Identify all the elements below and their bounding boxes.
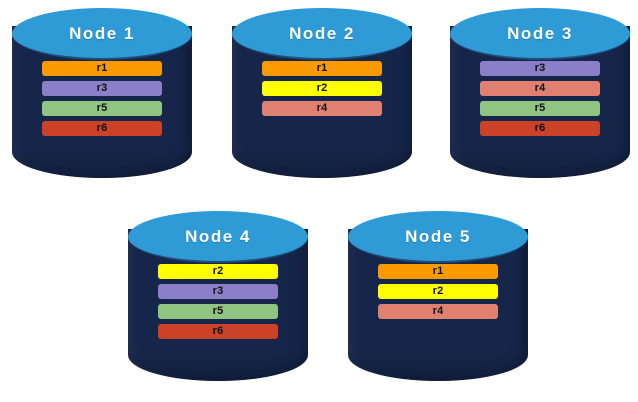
- replica-label: r3: [212, 285, 224, 297]
- replica-label: r1: [316, 62, 328, 74]
- replica-list: r3 r4 r5 r6: [480, 61, 600, 141]
- node-title: Node 2: [289, 24, 355, 43]
- replica-label: r5: [534, 102, 546, 114]
- replica-bar[interactable]: r4: [480, 81, 600, 96]
- database-cylinder-5[interactable]: r1 r2 r4 Node 5: [348, 211, 528, 391]
- replica-label: r2: [212, 265, 224, 277]
- cylinder-bottom-shading: [232, 148, 412, 178]
- cylinder-bottom-shading: [12, 148, 192, 178]
- replica-bar[interactable]: r6: [480, 121, 600, 136]
- cylinder-top-ellipse: [128, 211, 308, 263]
- node-title: Node 4: [185, 227, 251, 246]
- replica-bar[interactable]: r5: [158, 304, 278, 319]
- replica-bar[interactable]: r4: [378, 304, 498, 319]
- replica-bar[interactable]: r6: [42, 121, 162, 136]
- replica-bar[interactable]: r3: [42, 81, 162, 96]
- replica-label: r1: [96, 62, 108, 74]
- node-title: Node 5: [405, 227, 471, 246]
- replica-list: r1 r3 r5 r6: [42, 61, 162, 141]
- replica-bar[interactable]: r6: [158, 324, 278, 339]
- replica-label: r4: [432, 305, 444, 317]
- replica-list: r2 r3 r5 r6: [158, 264, 278, 344]
- replica-bar[interactable]: r1: [42, 61, 162, 76]
- replica-label: r2: [316, 82, 328, 94]
- replica-bar[interactable]: r5: [480, 101, 600, 116]
- replica-bar[interactable]: r2: [378, 284, 498, 299]
- replica-bar[interactable]: r1: [262, 61, 382, 76]
- cylinder-bottom-shading: [348, 351, 528, 381]
- cylinder-top-ellipse: [12, 8, 192, 60]
- cylinder-bottom-shading: [128, 351, 308, 381]
- replica-bar[interactable]: r3: [480, 61, 600, 76]
- replica-label: r4: [534, 82, 546, 94]
- replica-label: r5: [212, 305, 224, 317]
- node-title: Node 1: [69, 24, 135, 43]
- cylinder-top-ellipse: [348, 211, 528, 263]
- replica-list: r1 r2 r4: [378, 264, 498, 324]
- replica-bar[interactable]: r3: [158, 284, 278, 299]
- replica-label: r6: [212, 325, 224, 337]
- replica-bar[interactable]: r2: [158, 264, 278, 279]
- replica-label: r4: [316, 102, 328, 114]
- replica-label: r5: [96, 102, 108, 114]
- replica-label: r6: [534, 122, 546, 134]
- replica-bar[interactable]: r1: [378, 264, 498, 279]
- database-cylinder-4[interactable]: r2 r3 r5 r6 Node 4: [128, 211, 308, 391]
- replica-list: r1 r2 r4: [262, 61, 382, 121]
- replica-label: r2: [432, 285, 444, 297]
- replica-bar[interactable]: r4: [262, 101, 382, 116]
- node-title: Node 3: [507, 24, 573, 43]
- cylinder-top-ellipse: [450, 8, 630, 60]
- replica-label: r3: [96, 82, 108, 94]
- replica-label: r3: [534, 62, 546, 74]
- database-cylinder-3[interactable]: r3 r4 r5 r6 Node 3: [450, 8, 630, 188]
- database-cylinder-2[interactable]: r1 r2 r4 Node 2: [232, 8, 412, 188]
- replica-label: r1: [432, 265, 444, 277]
- replica-bar[interactable]: r5: [42, 101, 162, 116]
- replica-bar[interactable]: r2: [262, 81, 382, 96]
- cylinder-bottom-shading: [450, 148, 630, 178]
- database-cylinder-1[interactable]: r1 r3 r5 r6 Node 1: [12, 8, 192, 188]
- cylinder-top-ellipse: [232, 8, 412, 60]
- replica-label: r6: [96, 122, 108, 134]
